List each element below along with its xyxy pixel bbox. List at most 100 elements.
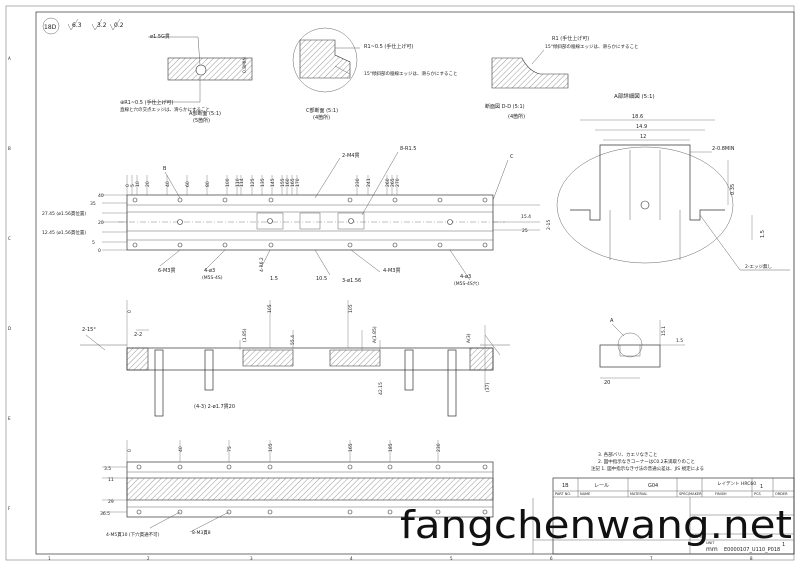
detail3-profile — [491, 57, 569, 89]
detail1-callout-line — [150, 76, 201, 103]
section-plate — [126, 347, 494, 371]
section-pin — [204, 349, 214, 391]
mount-hole — [177, 242, 183, 248]
title-finish-value: レイデント HRC60 — [717, 480, 756, 487]
bottom-hole — [435, 509, 441, 515]
bottom-groove — [126, 477, 494, 501]
zone-col: 3 — [250, 556, 253, 561]
main-left-dim: 35 — [90, 201, 96, 207]
zone-row: D — [8, 326, 11, 331]
main-top-dim: 114 — [239, 178, 245, 187]
section-hatch-left — [126, 347, 149, 371]
title-qty-value: 1 — [760, 484, 763, 490]
zone-row: B — [8, 146, 11, 151]
title-header: PART NO. — [555, 492, 571, 496]
bottom-hole — [347, 464, 353, 470]
zone-col: 1 — [48, 556, 51, 561]
bottom-hole — [482, 464, 488, 470]
zone-col: 2 — [147, 556, 150, 561]
detail1-note: 直線と穴の交点エッジは、滑らかにすること — [120, 106, 210, 113]
title-material-value: G04 — [648, 483, 658, 489]
section-dim: 55.4 — [290, 335, 296, 345]
main-left-dim: 0 — [98, 248, 101, 254]
bottom-top-dim: 165 — [348, 443, 354, 452]
bottom-left-dim: 29 — [108, 499, 114, 505]
a-detail-note: 2-エッジ無し — [745, 263, 772, 270]
a-detail-slot — [609, 150, 681, 260]
main-note: 3-ø1.56 — [342, 278, 361, 284]
main-view: 0 5 10 20 40 60 80 100 110 114 125 135 1… — [42, 146, 552, 287]
main-top-dim: 265 — [390, 178, 396, 187]
a-dim-14-9: 14.9 — [636, 124, 647, 130]
end-dim: 1.5 — [676, 338, 683, 344]
detail1-dim: 0.8MIN — [242, 57, 248, 73]
callout-c: C — [510, 154, 514, 160]
main-ext-lines — [126, 175, 398, 195]
main-left-dim: 12.45 (ø1.56貫位置) — [42, 229, 86, 236]
slot-right — [337, 212, 365, 230]
detail1-callout: ⊕R1~0.5 (手仕上げ可) — [120, 99, 174, 106]
section-view: 0 2-2 105 (1.85) 105 A(1.85) A(3) (37) 4… — [80, 300, 510, 417]
title-header: ORDER — [775, 492, 788, 496]
section-hatch-right — [469, 347, 494, 371]
main-note: (M5S-4S穴) — [454, 280, 479, 287]
mount-hole — [222, 197, 228, 203]
detail1-label: A部断面 (5:1) — [189, 110, 221, 117]
detail2-label: C部断面 (5:1) — [306, 107, 338, 114]
main-left-dim: 40 — [98, 193, 104, 199]
title-unit-value: mm — [706, 546, 718, 553]
main-note: 4-R6.2 — [259, 257, 265, 272]
section-dim: 105 — [267, 304, 273, 313]
main-top-dim: 165 — [290, 178, 296, 187]
title-block: 1B レール G04 レイデント HRC60 1 PART NO. NAME M… — [532, 477, 795, 555]
bottom-leaders — [149, 511, 230, 533]
mount-hole — [348, 218, 354, 224]
detail-1: ø1.5G貫 0.8MIN ⊕R1~0.5 (手仕上げ可) 直線と穴の交点エッジ… — [120, 33, 253, 124]
mount-hole — [392, 242, 398, 248]
title-block-frame — [552, 477, 795, 555]
detail2-callout: R1~0.5 (手仕上げ可) — [364, 43, 413, 50]
mount-hole — [482, 197, 488, 203]
main-note: (M5S-4S) — [202, 275, 223, 281]
end-slot — [619, 345, 641, 357]
detail1-body — [167, 57, 253, 81]
bottom-hole — [136, 464, 142, 470]
title-appr: APPR. — [692, 534, 703, 539]
mount-hole — [132, 197, 138, 203]
general-note: 注記 1. 図中指示なき寸法の普通公差は、JIS 規定による — [591, 465, 704, 472]
mount-hole — [437, 197, 443, 203]
section-pin — [447, 349, 457, 417]
sheet-no-circle — [42, 17, 60, 35]
a-detail-rail — [570, 144, 725, 221]
main-top-dim: 270 — [395, 178, 401, 187]
main-top-dim: 40 — [165, 181, 171, 187]
sheet-no: 18D — [44, 24, 57, 31]
mount-hole — [482, 242, 488, 248]
detail2-circle — [292, 27, 358, 93]
a-dim-12: 12 — [640, 134, 646, 140]
frame-zones: 1 2 3 4 5 6 7 8 A B C D E F — [8, 56, 753, 561]
bottom-top-dim: 185 — [388, 443, 394, 452]
watermark: fangchenwang.net — [400, 503, 792, 547]
section-dim: 105 — [348, 304, 354, 313]
mount-hole — [268, 242, 274, 248]
main-top-dim: 5 — [130, 184, 136, 187]
end-dimlines — [600, 320, 685, 379]
detail2-leader — [334, 47, 360, 75]
main-bottom-leaders — [159, 249, 471, 281]
end-leader — [611, 323, 625, 337]
mount-hole — [267, 218, 273, 224]
main-top-dim: 260 — [385, 178, 391, 187]
main-top-dim: 145 — [270, 178, 276, 187]
detail-2: R1~0.5 (手仕上げ可) 15°傾斜部の稜線エッジは、滑らかにすること C部… — [292, 27, 458, 121]
title-name-value: レール — [594, 483, 609, 489]
bottom-top-dim: 0 — [127, 449, 133, 452]
detail3-note: 15°傾斜部の稜線エッジは、滑らかにすること — [545, 43, 639, 50]
surface-check-icon — [67, 18, 121, 31]
zone-row: A — [8, 56, 11, 61]
main-top-dim: 125 — [250, 178, 256, 187]
general-note: 2. 図中指示なきコーナーはC0.2未満取りのこと — [598, 458, 695, 465]
main-note: 4-M3貫 — [383, 267, 400, 274]
bottom-left-dim: 11 — [108, 477, 114, 483]
